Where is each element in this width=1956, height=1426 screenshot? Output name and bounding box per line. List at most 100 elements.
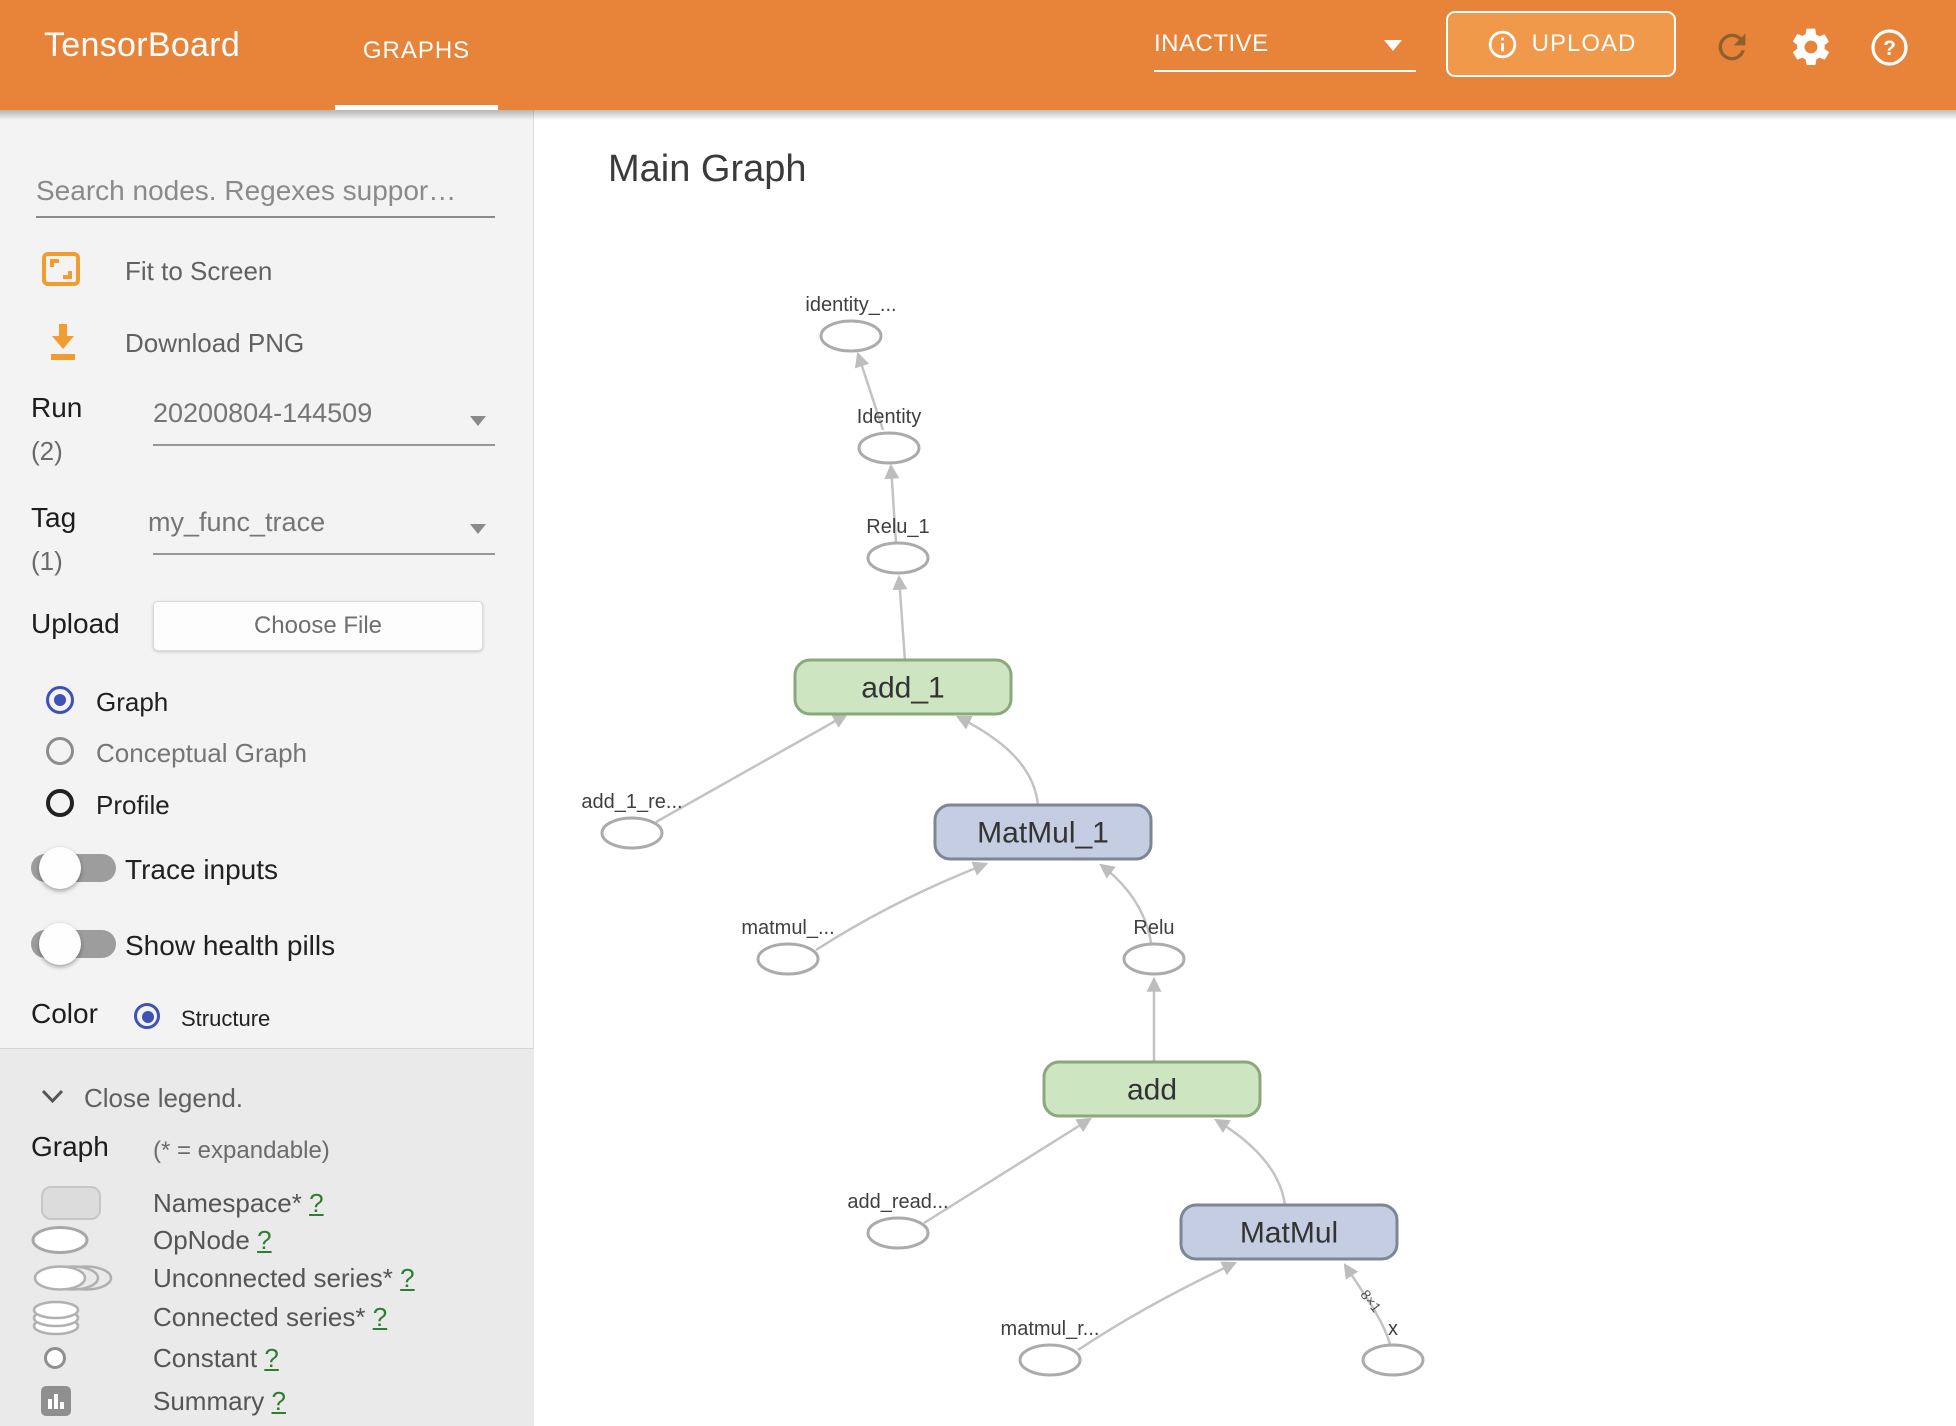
radio-color-structure[interactable] — [134, 1003, 160, 1029]
trace-inputs-toggle-thumb[interactable] — [39, 847, 81, 889]
legend-item: Connected series* ? — [153, 1302, 388, 1332]
graph-node-MatMul_1[interactable]: MatMul_1 — [933, 803, 1153, 861]
graph-node-Relu[interactable]: Relu — [1122, 917, 1186, 976]
graph-edge-MatMul_1-to-add_1 — [955, 715, 1040, 806]
upload-button-label: UPLOAD — [1531, 30, 1637, 57]
graph-node-add_1_re[interactable]: add_1_re... — [581, 791, 683, 850]
graph-node-label: MatMul_1 — [977, 817, 1109, 850]
close-legend-button[interactable]: Close legend. — [84, 1083, 243, 1113]
graph-node-label: add_1_re... — [581, 791, 682, 813]
info-icon — [1488, 30, 1516, 58]
status-dropdown[interactable]: INACTIVE — [1154, 26, 1416, 72]
run-count: (2) — [31, 436, 63, 466]
topbar-shadow — [0, 110, 1956, 120]
tab-graphs[interactable]: GRAPHS — [335, 0, 498, 110]
radio-graph-label[interactable]: Graph — [96, 687, 169, 717]
help-link[interactable]: ? — [264, 1343, 279, 1373]
trace-inputs-label: Trace inputs — [125, 854, 279, 885]
color-label: Color — [31, 998, 98, 1029]
search-input[interactable] — [36, 166, 495, 218]
show-health-pills-toggle-thumb[interactable] — [39, 923, 81, 965]
graph-node-label: x — [1388, 1318, 1398, 1340]
help-icon[interactable]: ? — [1869, 27, 1910, 68]
show-health-pills-label: Show health pills — [125, 930, 336, 961]
tag-dropdown-value[interactable]: my_func_trace — [148, 507, 326, 537]
graph-node-add_1[interactable]: add_1 — [793, 658, 1013, 716]
page-title: Main Graph — [608, 148, 807, 190]
graph-node-add_read[interactable]: add_read... — [847, 1191, 949, 1250]
help-link[interactable]: ? — [309, 1188, 324, 1218]
legend-item: Summary ? — [153, 1386, 286, 1416]
run-dropdown-underline — [153, 444, 495, 446]
tab-graphs-label: GRAPHS — [362, 37, 471, 64]
graph-edge-MatMul-to-add — [1214, 1118, 1287, 1207]
status-dropdown-value: INACTIVE — [1154, 30, 1269, 57]
graph-node-matmul_r[interactable]: matmul_r... — [1001, 1318, 1100, 1377]
sidebar: Fit to Screen Download PNG Run (2) 20200… — [0, 110, 534, 1426]
opnode-icon — [31, 1226, 89, 1254]
chevron-down-icon[interactable] — [470, 416, 486, 426]
graph-edge-matmul_-to-MatMul_1 — [815, 861, 989, 952]
graph-node-label: MatMul — [1240, 1217, 1338, 1250]
legend-panel: Close legend. Graph (* = expandable) Nam… — [0, 1048, 534, 1426]
summary-icon — [41, 1386, 71, 1416]
upload-button[interactable]: UPLOAD — [1446, 11, 1676, 77]
tag-label: Tag — [31, 502, 77, 533]
fit-to-screen-button[interactable]: Fit to Screen — [125, 256, 273, 286]
legend-item: OpNode ? — [153, 1225, 272, 1255]
graph-node-x[interactable]: x — [1361, 1318, 1425, 1377]
graph-node-Identity[interactable]: Identity — [857, 406, 921, 465]
radio-profile-label[interactable]: Profile — [96, 790, 170, 820]
fit-to-screen-icon[interactable] — [41, 250, 81, 288]
chevron-down-icon[interactable] — [41, 1089, 64, 1104]
download-icon[interactable] — [45, 320, 81, 362]
svg-text:?: ? — [1883, 37, 1896, 60]
radio-profile[interactable] — [46, 789, 74, 817]
tag-dropdown-underline — [153, 553, 495, 555]
radio-conceptual-graph[interactable] — [46, 737, 74, 765]
graph-edge-add_read-to-add — [923, 1117, 1092, 1225]
graph-edge-Relu-to-MatMul_1 — [1099, 863, 1153, 944]
graph-edge-x-to-MatMul — [1343, 1263, 1392, 1345]
tag-count: (1) — [31, 546, 63, 576]
graph-edge-Identity-to-identity_dup — [854, 351, 885, 431]
graph-node-MatMul[interactable]: MatMul — [1179, 1203, 1399, 1261]
legend-item: Constant ? — [153, 1343, 279, 1373]
radio-conceptual-graph-label[interactable]: Conceptual Graph — [96, 738, 308, 768]
choose-file-button[interactable]: Choose File — [153, 601, 483, 651]
run-dropdown-value[interactable]: 20200804-144509 — [153, 398, 373, 428]
legend-hint: (* = expandable) — [153, 1137, 330, 1164]
legend-item: Unconnected series* ? — [153, 1263, 415, 1293]
graph-edge-Relu_1-to-Identity — [884, 463, 900, 544]
legend-item: Namespace* ? — [153, 1188, 324, 1218]
gear-icon[interactable] — [1789, 25, 1833, 69]
graph-node-label: Identity — [857, 406, 921, 428]
graph-node-label: Relu — [1133, 917, 1174, 939]
help-link[interactable]: ? — [271, 1386, 286, 1416]
unconnected-series-icon — [33, 1265, 113, 1291]
graph-canvas[interactable]: 8×1identity_...IdentityRelu_1add_1add_1_… — [534, 110, 1956, 1426]
radio-color-structure-label[interactable]: Structure — [181, 1006, 271, 1031]
help-link[interactable]: ? — [400, 1263, 415, 1293]
graph-node-Relu_1[interactable]: Relu_1 — [866, 516, 930, 575]
graph-node-label: add — [1127, 1074, 1177, 1107]
app-title: TensorBoard — [44, 26, 241, 64]
chevron-down-icon[interactable] — [470, 524, 486, 534]
connected-series-icon — [32, 1300, 80, 1336]
refresh-icon[interactable] — [1712, 27, 1752, 67]
download-png-button[interactable]: Download PNG — [125, 328, 305, 358]
run-label: Run — [31, 392, 83, 423]
constant-icon — [44, 1347, 66, 1369]
graph-node-matmul_[interactable]: matmul_... — [741, 917, 835, 976]
graph-node-identity_dup[interactable]: identity_... — [805, 294, 897, 353]
graph-node-label: identity_... — [805, 294, 896, 316]
graph-edge-matmul_r-to-MatMul — [1077, 1261, 1238, 1352]
tab-active-underline — [335, 105, 498, 110]
graph-node-label: Relu_1 — [866, 516, 929, 538]
help-link[interactable]: ? — [257, 1225, 272, 1255]
radio-graph[interactable] — [46, 686, 74, 714]
graph-node-label: matmul_r... — [1001, 1318, 1100, 1340]
help-link[interactable]: ? — [372, 1302, 388, 1332]
graph-node-add[interactable]: add — [1042, 1060, 1262, 1118]
